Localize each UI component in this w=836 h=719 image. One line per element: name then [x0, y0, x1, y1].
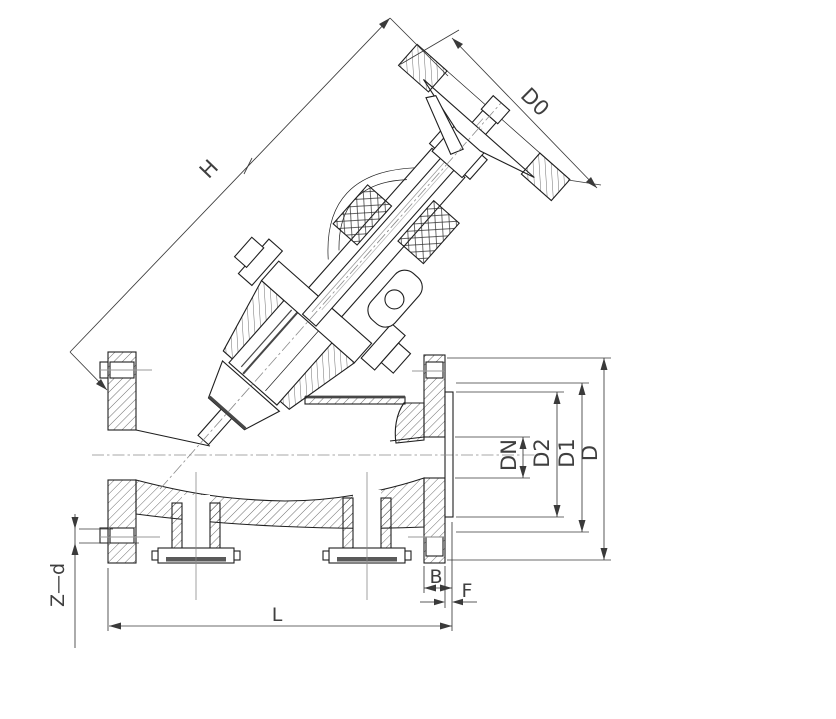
outlet-hub: [394, 402, 425, 444]
dim-label-D: D: [578, 445, 602, 461]
dim-label-D2: D2: [530, 438, 554, 468]
pivot-link: [367, 269, 423, 328]
valve-body: [135, 395, 425, 564]
bonnet-bolts: [233, 236, 412, 374]
left-flange-bolt-slot-bottom: [109, 527, 135, 544]
centerlines: [92, 102, 545, 600]
dimension-DN: DN: [455, 436, 530, 479]
dim-label-D1: D1: [555, 438, 579, 468]
dim-label-B: B: [429, 566, 442, 588]
dim-label-D0: D0: [516, 83, 554, 121]
dimension-D: D: [447, 357, 611, 561]
dimension-L: L: [107, 568, 452, 631]
dimension-D2: D2: [456, 391, 564, 518]
dimension-D1: D1: [456, 382, 589, 533]
dimension-Zd: Z—d: [47, 514, 139, 648]
dim-label-H: H: [195, 155, 223, 183]
yoke-arch-outer: [327, 167, 415, 260]
dim-label-Zd: Z—d: [47, 563, 69, 607]
stem-shadow-line: [242, 310, 300, 375]
stem-nut-lower: [397, 199, 460, 265]
disc-seal: [208, 395, 247, 430]
dim-label-DN: DN: [497, 439, 521, 471]
dimensions: H D0 DN D2: [47, 17, 611, 648]
handwheel-rim-bottom: [520, 152, 571, 202]
stem-centerline: [159, 102, 502, 490]
right-flange-bolt-slot-bottom: [425, 536, 444, 557]
inlet-wall-edge: [135, 429, 211, 447]
dimension-F: F: [420, 566, 477, 608]
stem-nut-upper: [332, 184, 393, 246]
right-flange: [423, 354, 454, 564]
right-flange-bolt-slot-top: [425, 361, 444, 379]
dim-label-L: L: [272, 604, 283, 626]
dimension-B: B: [423, 522, 453, 631]
seat-bridge: [304, 395, 406, 405]
left-flange: [99, 351, 137, 564]
right-raised-face: [444, 391, 454, 518]
dim-label-F: F: [462, 580, 473, 602]
